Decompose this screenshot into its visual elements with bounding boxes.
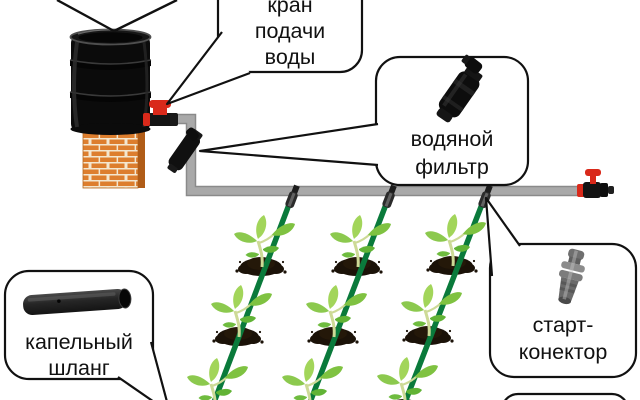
callout-start-connector: старт- конектор [484, 196, 638, 379]
barb-connector-icon [558, 248, 585, 305]
drip-hose-label-line2: шланг [48, 356, 110, 380]
drip-line-2 [307, 193, 393, 400]
drip-hose-icon [23, 288, 132, 315]
start-connector-label-line2: конектор [519, 340, 608, 364]
drip-hose-label-line1: капельный [25, 330, 133, 354]
supply-tap-label-line3: воды [265, 45, 316, 69]
drip-line-1 [211, 193, 296, 400]
supply-tap-label-line1: кран [267, 0, 312, 17]
end-valve-handle [585, 169, 601, 176]
start-connector-fitting [285, 184, 300, 208]
water-barrel-icon [69, 28, 152, 135]
tap-handle [149, 100, 171, 108]
tank-tap-valve-icon [143, 100, 178, 126]
start-connector-fitting [382, 184, 397, 208]
supply-tap-label-line2: подачи [255, 19, 325, 43]
water-filter-label-line2: фильтр [415, 155, 489, 179]
inline-filter-icon [167, 127, 203, 173]
cropped-callout-tail [56, 0, 178, 33]
end-line-valve-icon [577, 169, 614, 198]
callout-water-filter: водяной фильтр [198, 54, 530, 187]
brick-stand [82, 130, 145, 189]
callout-drip-hose: капельный шланг [3, 269, 168, 400]
callout-supply-tap: кран подачи воды [165, 0, 364, 106]
drip-lines [211, 193, 489, 400]
pipe-start-connectors [285, 184, 493, 208]
start-connector-label-line1: старт- [533, 313, 594, 337]
water-filter-label-line1: водяной [411, 127, 494, 151]
callout-partial [504, 392, 626, 400]
y-filter-icon [436, 54, 483, 123]
